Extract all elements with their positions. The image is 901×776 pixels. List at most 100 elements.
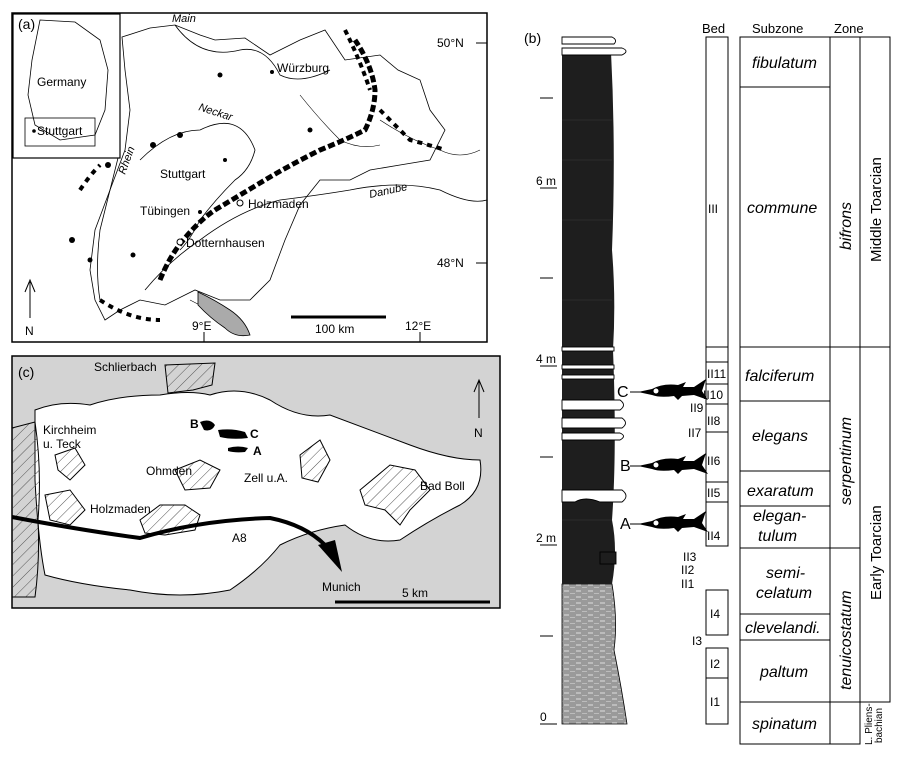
road-arrow (318, 540, 342, 572)
bed-ii8: II8 (707, 414, 721, 428)
ichthyosaur-a (638, 511, 708, 532)
lat-top: 50°N (437, 36, 464, 50)
panel-c-map: B C A (c) Schlierbach Kirchheim u. Teck … (11, 355, 501, 609)
shale-unit (562, 52, 615, 584)
marl-unit (561, 583, 628, 725)
site-a-label: A (253, 444, 262, 458)
bed-i1: I1 (710, 695, 720, 709)
subzone-elegans: elegans (752, 428, 808, 445)
inset-label: Germany (37, 75, 86, 89)
area-schlierbach (164, 362, 216, 394)
subzone-elegantulum-1: elegan- (753, 508, 806, 525)
depth-4m: 4 m (536, 352, 556, 366)
bed-ii11: II11 (707, 367, 726, 381)
fossil-a-label: A (620, 516, 631, 533)
terrain-white (34, 390, 482, 596)
river-main (174, 24, 331, 80)
subzone-clevelandi: clevelandi. (745, 620, 821, 637)
header-bed: Bed (702, 21, 725, 36)
bed-ii7: II7 (688, 426, 702, 440)
site-c-label: C (250, 427, 259, 441)
bed-ii9: II9 (690, 401, 704, 415)
bed-ii2: II2 (681, 563, 695, 577)
scale-c: 5 km (402, 586, 428, 600)
subzone-elegantulum-2: tulum (758, 528, 797, 545)
stage-pliens-1: L. Pliens- (864, 703, 875, 745)
panel-b-label: (b) (524, 30, 541, 46)
hatched-area-west (11, 421, 40, 598)
depth-0: 0 (540, 710, 547, 724)
place-kirchheim-1: Kirchheim (43, 423, 96, 437)
header-subzone: Subzone (752, 21, 803, 36)
bed-ii6: II6 (707, 454, 721, 468)
city-dotternhausen: Dotternhausen (186, 236, 265, 250)
place-zell: Zell u.A. (244, 471, 288, 485)
stage-pliens-2: bachian (874, 708, 885, 743)
area-ohmden (174, 459, 221, 491)
river-main-label: Main (172, 13, 196, 25)
bed-i4: I4 (710, 607, 720, 621)
subzone-exaratum: exaratum (747, 483, 814, 500)
river-rhein (97, 149, 121, 301)
state-border (89, 24, 446, 321)
stage-middle-toarcian: Middle Toarcian (868, 157, 885, 262)
bed-ii5: II5 (707, 486, 721, 500)
bed-ii10: II10 (703, 388, 723, 402)
zone-bifrons: bifrons (838, 202, 855, 250)
place-holzmaden: Holzmaden (90, 502, 151, 516)
road-a8-label: A8 (232, 531, 247, 545)
river-danube (144, 184, 488, 291)
subzone-semicelatum-2: celatum (756, 585, 812, 602)
outcrop-belt (157, 38, 378, 281)
bed-ii1: II1 (681, 577, 695, 591)
depth-2m: 2 m (536, 531, 556, 545)
fossil-b-label: B (620, 458, 631, 475)
site-b-label: B (190, 417, 199, 431)
place-munich: Munich (322, 580, 361, 594)
city-wurzburg: Würzburg (277, 61, 329, 75)
subzone-fibulatum: fibulatum (752, 55, 817, 72)
area-southwest (44, 489, 86, 526)
zone-serpentinum: serpentinum (838, 417, 855, 505)
site-b (200, 420, 215, 431)
panel-a-map: Germany Stuttgart (a) 50°N 48°N 9°E 12°E… (11, 12, 488, 343)
limestone-beds (561, 36, 627, 565)
north-a: N (25, 324, 34, 338)
zone-column (829, 36, 891, 745)
road-a8 (11, 515, 327, 547)
lon-right: 12°E (405, 319, 431, 333)
site-a (228, 446, 248, 453)
bed-ii3: II3 (683, 550, 697, 564)
subzone-semicelatum-1: semi- (766, 565, 805, 582)
lon-left: 9°E (192, 319, 211, 333)
subzone-paltum: paltum (759, 664, 808, 681)
city-tubingen: Tübingen (140, 204, 190, 218)
place-ohmden: Ohmden (146, 464, 192, 478)
panel-a-label: (a) (18, 16, 35, 32)
ichthyosaur-c (638, 379, 708, 400)
subzone-commune: commune (747, 200, 817, 217)
panel-b-section: (b) 6 m 4 m 2 m 0 (524, 21, 891, 745)
place-badboll: Bad Boll (420, 479, 465, 493)
stage-early-toarcian: Early Toarcian (868, 505, 885, 600)
lake-constance (197, 291, 251, 337)
city-stuttgart: Stuttgart (160, 167, 206, 181)
north-c: N (474, 426, 483, 440)
subzone-column (739, 36, 831, 745)
header-zone: Zone (834, 21, 864, 36)
area-badboll (359, 464, 431, 526)
depth-6m: 6 m (536, 174, 556, 188)
zone-tenuicostatum: tenuicostatum (838, 590, 855, 690)
scale-a: 100 km (315, 322, 354, 336)
inset-city: Stuttgart (37, 124, 83, 138)
depth-scale (540, 97, 557, 725)
bed-i3: I3 (692, 634, 702, 648)
subzone-spinatum: spinatum (752, 716, 817, 733)
area-zell (299, 439, 331, 483)
ichthyosaur-b (638, 453, 708, 474)
subzone-falciferum: falciferum (745, 368, 814, 385)
bed-i2: I2 (710, 657, 720, 671)
city-holzmaden: Holzmaden (248, 197, 309, 211)
place-schlierbach: Schlierbach (94, 360, 157, 374)
